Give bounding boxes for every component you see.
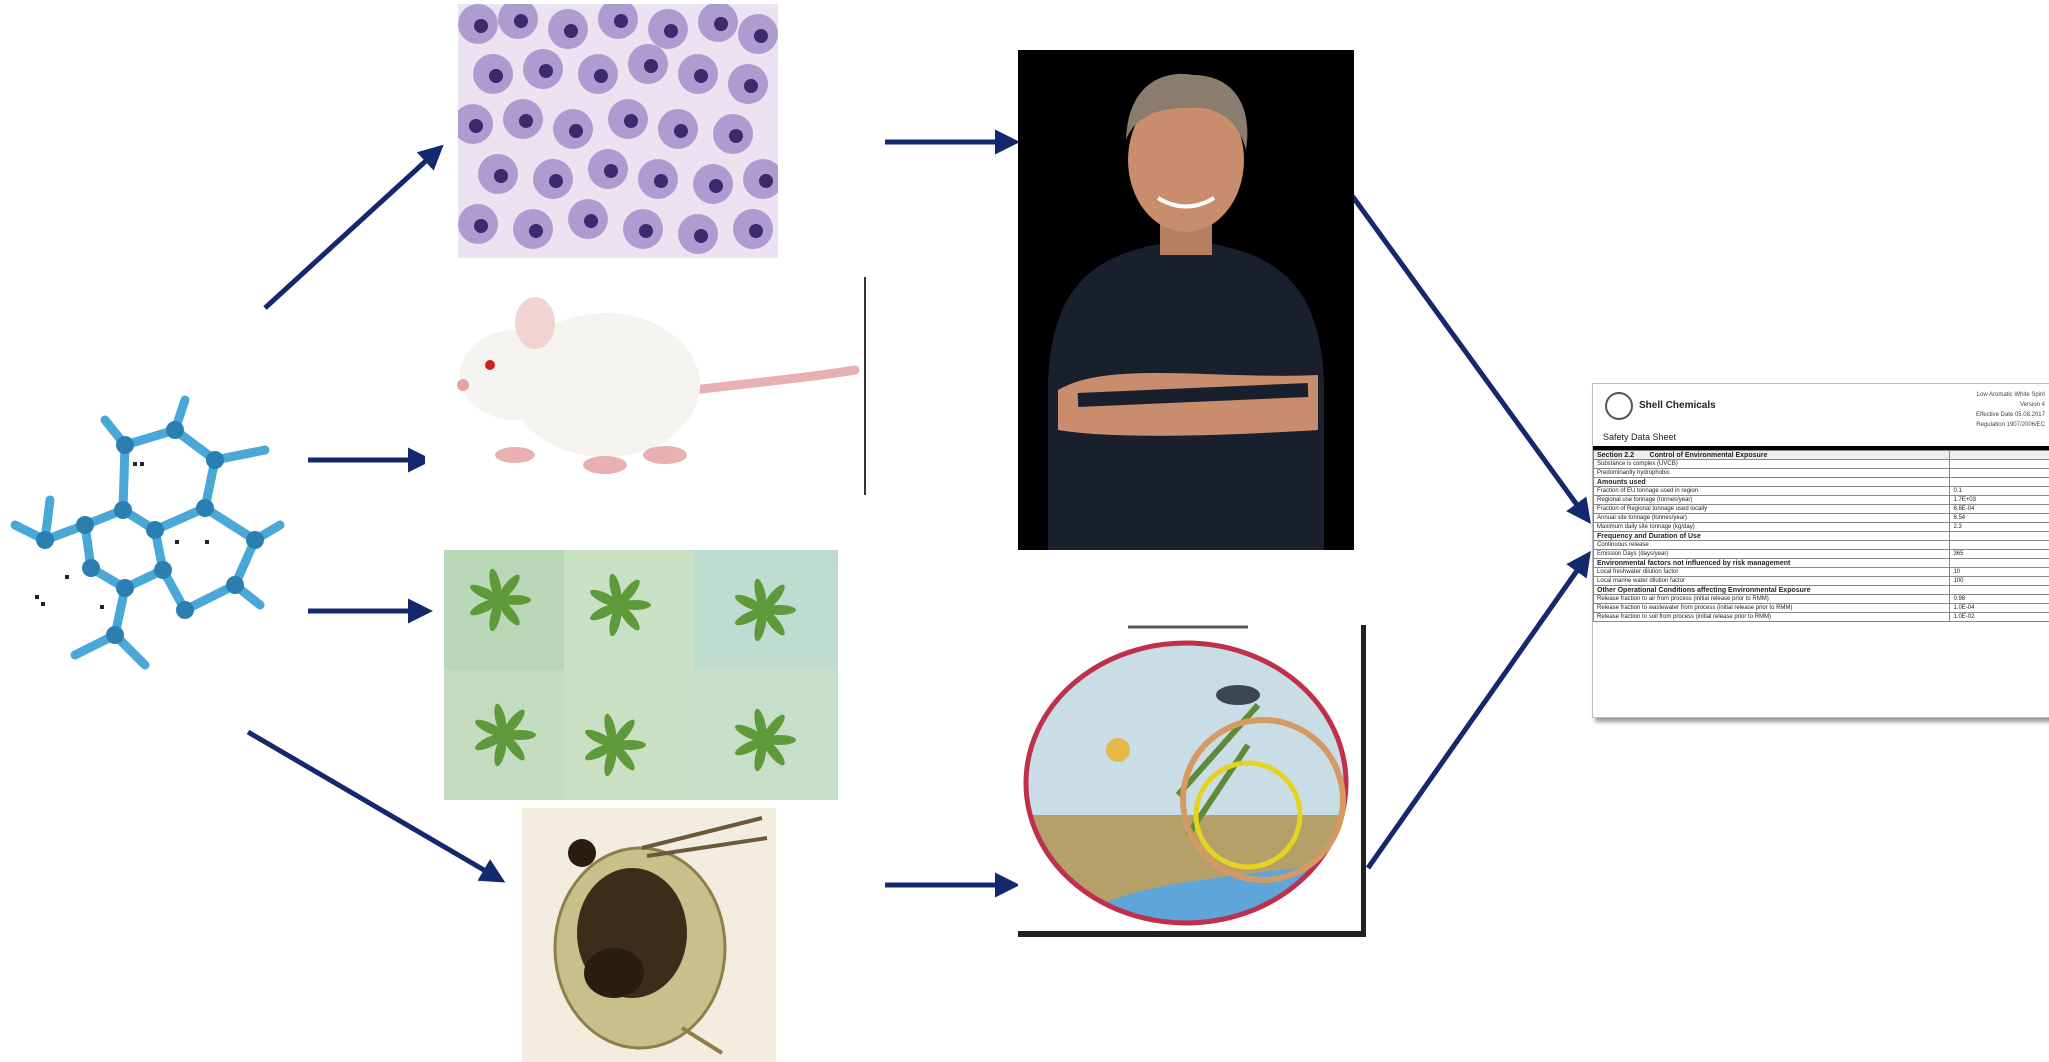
sds-row-label: Maximum daily site tonnage (kg/day) [1594,523,1950,532]
sds-row-value [1950,559,2049,568]
sds-meta: Low Aromatic White Spirit Version 4 Effe… [1976,390,2045,430]
sds-row: Release fraction to wastewater from proc… [1594,604,2049,613]
sds-row-label: Amounts used [1594,478,1950,487]
sds-row-label: Release fraction to wastewater from proc… [1594,604,1950,613]
algae-micrograph [444,550,838,800]
scientist-photo [1018,50,1354,550]
sds-row: Environmental factors not influenced by … [1594,559,2049,568]
sds-row-value [1950,469,2049,478]
shell-logo-icon [1605,392,1633,420]
sds-row-value [1950,478,2049,487]
sds-row-label: Continuous release [1594,541,1950,550]
sds-row-value: 1.0E-02 [1950,613,2049,622]
sds-row-value: 365 [1950,550,2049,559]
sds-row-label: Release fraction to soil from process (i… [1594,613,1950,622]
sds-row-label: Frequency and Duration of Use [1594,532,1950,541]
sds-row-value: 8.54 [1950,514,2049,523]
sds-row-value [1950,541,2049,550]
sds-row-value: 1.7E+03 [1950,496,2049,505]
arrow-molecule-to-cells [265,148,440,308]
daphnia-image [522,808,776,1062]
sds-regulation: Regulation 1907/2006/EC [1976,420,2045,430]
sds-row-label: Other Operational Conditions affecting E… [1594,586,1950,595]
sds-product: Low Aromatic White Spirit [1976,390,2045,400]
sds-row-label: Fraction of EU tonnage used in region [1594,487,1950,496]
sds-row-label: Release fraction to air from process (in… [1594,595,1950,604]
ecosystem-diagram [1018,625,1366,937]
sds-row-label: Environmental factors not influenced by … [1594,559,1950,568]
sds-row: Maximum daily site tonnage (kg/day)2.3 [1594,523,2049,532]
sds-row-label: Local marine water dilution factor [1594,577,1950,586]
sds-row: Frequency and Duration of Use [1594,532,2049,541]
sds-row-label: Predominantly hydrophobic [1594,469,1950,478]
sds-row: Continuous release [1594,541,2049,550]
sds-section-title: Control of Environmental Exposure [1650,452,1768,459]
sds-row: Fraction of Regional tonnage used locall… [1594,505,2049,514]
sds-row-value: 0.98 [1950,595,2049,604]
sds-row-label: Emission Days (days/year) [1594,550,1950,559]
sds-row-label: Fraction of Regional tonnage used locall… [1594,505,1950,514]
rat-image [425,275,875,500]
sds-doc-title: Safety Data Sheet [1603,432,1676,442]
sds-row-value: 8.8E-04 [1950,505,2049,514]
sds-row-value [1950,532,2049,541]
sds-effective-date: Effective Date 05.08.2017 [1976,410,2045,420]
sds-header: Shell Chemicals Safety Data Sheet Low Ar… [1593,384,2049,450]
sds-row: Substance is complex (UVCB) [1594,460,2049,469]
sds-row: Release fraction to soil from process (i… [1594,613,2049,622]
sds-row-label: Local freshwater dilution factor [1594,568,1950,577]
sds-section-no: Section 2.2 [1597,452,1634,459]
cells-micrograph [458,4,778,258]
sds-row: Annual site tonnage (tonnes/year)8.54 [1594,514,2049,523]
sds-row: Regional use tonnage (tonnes/year)1.7E+0… [1594,496,2049,505]
sds-row-value: 2.3 [1950,523,2049,532]
sds-row: Release fraction to air from process (in… [1594,595,2049,604]
sds-row-value [1950,460,2049,469]
molecule-icon [5,390,305,680]
sds-section-header: Section 2.2 Control of Environmental Exp… [1594,451,2049,460]
arrow-ecosystem-to-sds [1368,555,1588,868]
sds-company: Shell Chemicals [1639,400,1716,411]
sds-row-value: 100 [1950,577,2049,586]
sds-row: Amounts used [1594,478,2049,487]
sds-row: Other Operational Conditions affecting E… [1594,586,2049,595]
sds-row-value: 0.1 [1950,487,2049,496]
sds-row-value [1950,586,2049,595]
sds-row-value: 1.0E-04 [1950,604,2049,613]
sds-row-value: 10 [1950,568,2049,577]
safety-data-sheet: Shell Chemicals Safety Data Sheet Low Ar… [1592,383,2049,718]
sds-row: Emission Days (days/year)365 [1594,550,2049,559]
arrow-person-to-sds [1337,175,1588,520]
sds-row-label: Substance is complex (UVCB) [1594,460,1950,469]
sds-row-label: Annual site tonnage (tonnes/year) [1594,514,1950,523]
sds-table: Section 2.2 Control of Environmental Exp… [1593,450,2049,622]
sds-row-label: Regional use tonnage (tonnes/year) [1594,496,1950,505]
sds-row: Predominantly hydrophobic [1594,469,2049,478]
sds-version: Version 4 [1976,400,2045,410]
